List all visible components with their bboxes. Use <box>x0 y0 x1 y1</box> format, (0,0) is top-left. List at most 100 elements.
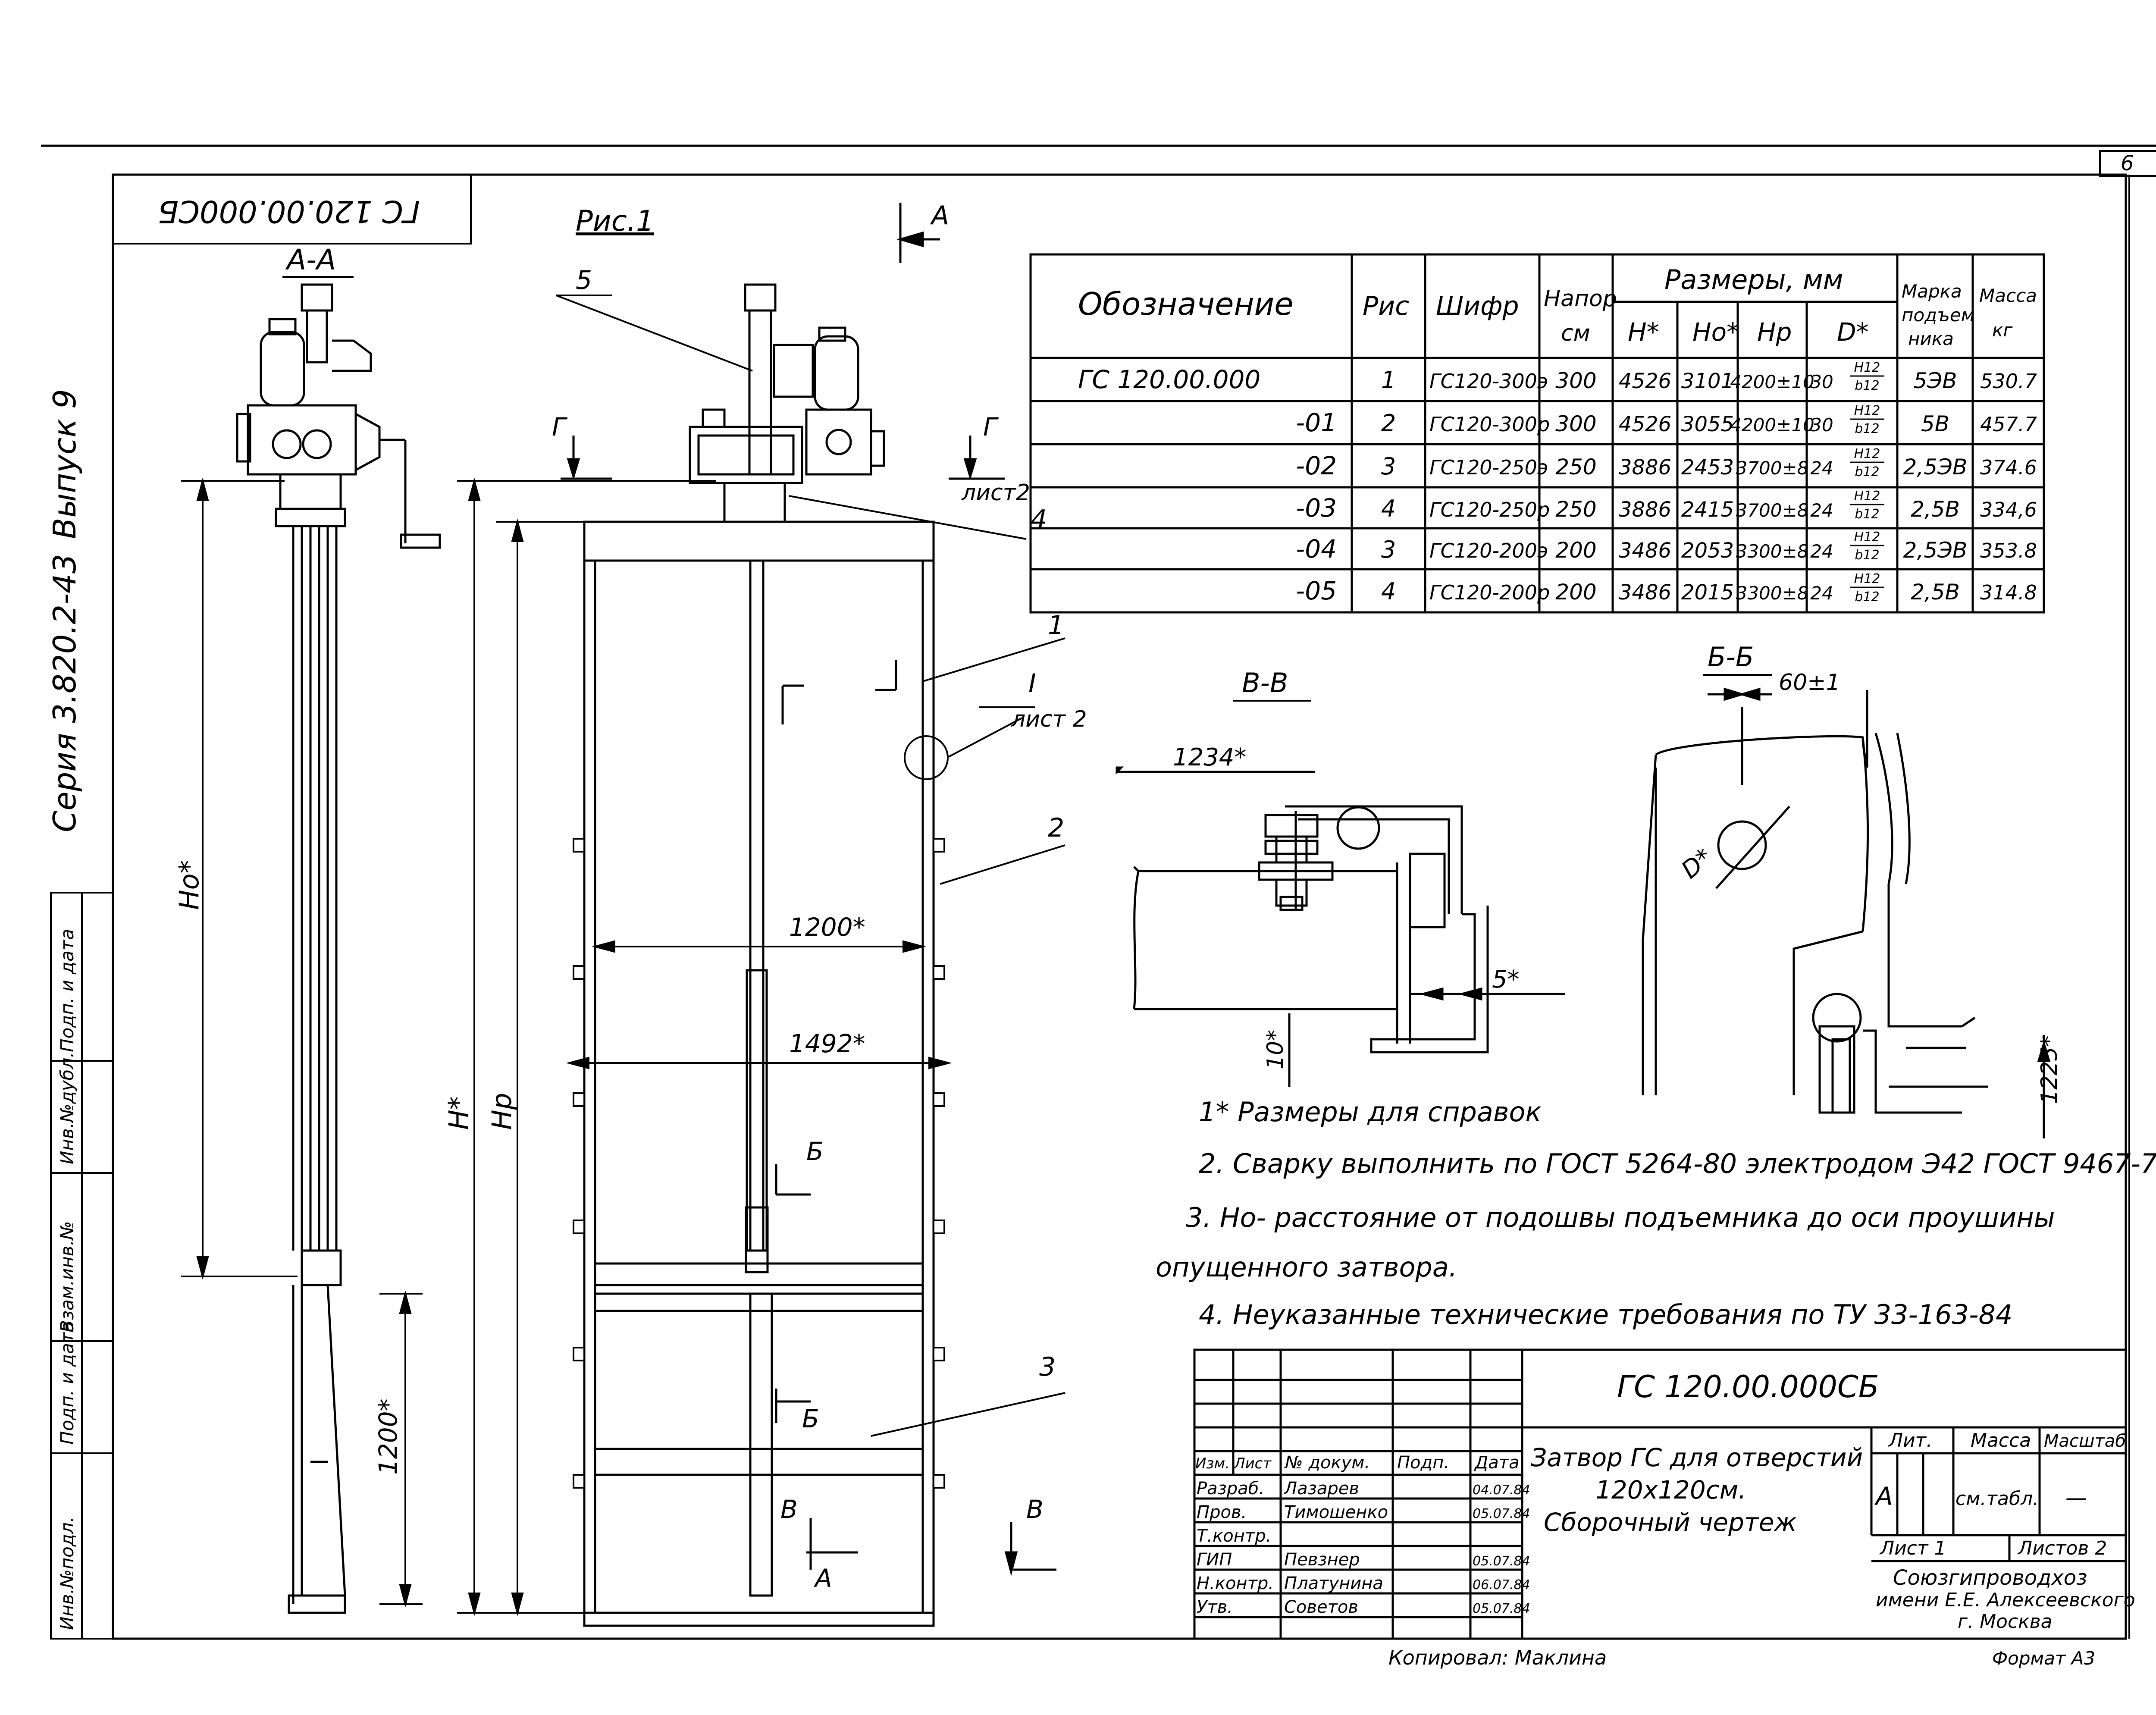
th-head-1: Напор <box>1544 286 1617 312</box>
dim-1234: 1234* <box>1173 743 1247 771</box>
issue-label: Выпуск 9 <box>47 389 83 539</box>
lit-label: Лит. <box>1888 1430 1932 1452</box>
cell-D: 30 <box>1810 414 1833 436</box>
cell-brand: 2,5ЭВ <box>1903 538 1968 563</box>
title-line-1: Затвор ГС для отверстий <box>1531 1443 1863 1472</box>
dim-ho-line <box>181 477 298 1280</box>
mass-value: см.табл. <box>1955 1488 2039 1510</box>
dim-D: D* <box>1676 843 1717 884</box>
cell-fit-bottom: b12 <box>1855 378 1879 393</box>
section-bb-label: Б-Б <box>1708 641 1754 673</box>
note-2: 2. Сварку выполнить по ГОСТ 5264-80 элек… <box>1199 1148 2156 1179</box>
note-4: 4. Неуказанные технические требования по… <box>1199 1299 2012 1330</box>
cell-fit-top: H12 <box>1854 446 1880 461</box>
cell-fit-bottom: b12 <box>1855 464 1879 480</box>
cell-Ho: 2053 <box>1681 539 1734 563</box>
th-brand-1: Марка <box>1902 281 1962 302</box>
view-g-left: Г <box>552 412 568 442</box>
cell-brand: 5В <box>1921 411 1949 436</box>
cell-code: ГС120-200э <box>1429 539 1548 562</box>
cell-designation: -05 <box>1296 576 1337 605</box>
cell-mass: 530.7 <box>1980 370 2037 393</box>
tb-name: Тимошенко <box>1284 1502 1388 1522</box>
cell-fig: 4 <box>1381 495 1396 522</box>
cell-head: 250 <box>1555 455 1596 480</box>
tb-date: 05.07.84 <box>1473 1506 1530 1521</box>
th-head-2: см <box>1561 320 1590 346</box>
org-line-1: Союзгипроводхоз <box>1893 1566 2087 1590</box>
section-bb-drawing <box>1642 687 2051 1138</box>
th-H: Н* <box>1628 317 1659 347</box>
cell-fit-top: H12 <box>1854 571 1880 586</box>
cell-H: 3486 <box>1619 580 1671 605</box>
cell-fig: 2 <box>1381 410 1396 437</box>
callout-3: 3 <box>1039 1352 1056 1382</box>
col-doc: № докум. <box>1284 1453 1370 1473</box>
cell-designation: ГС 120.00.000 <box>1078 365 1260 394</box>
cell-fit-bottom: b12 <box>1855 589 1879 605</box>
title-line-2: 120х120см. <box>1595 1475 1746 1505</box>
cell-brand: 2,5В <box>1911 580 1960 605</box>
cell-code: ГС120-300р <box>1429 413 1550 436</box>
dim-1200-left: 1200* <box>373 1398 403 1475</box>
dim-5: 5* <box>1492 966 1520 994</box>
cell-H: 4526 <box>1619 369 1671 393</box>
cell-designation: -04 <box>1296 534 1337 564</box>
section-aa-label: А-А <box>285 243 336 276</box>
spec-table-header: Обозначение Рис Шифр Напор см Размеры, м… <box>1078 264 2037 349</box>
stamp-inv-podl: Инв.№подл. <box>56 1517 78 1630</box>
title-doc-code: ГС 120.00.000СБ <box>1617 1369 1879 1405</box>
mass-label: Масса <box>1971 1430 2031 1452</box>
dim-h: Н* <box>443 1096 474 1130</box>
copied-by: Копировал: Маклина <box>1388 1646 1607 1669</box>
page-number: 6 <box>2121 151 2134 176</box>
rotated-code: ГС 120.00.000СБ <box>158 194 420 229</box>
cell-Hp: 4200±10 <box>1730 371 1814 392</box>
cell-H: 4526 <box>1619 412 1671 436</box>
fig1-label: Рис.1 <box>576 204 654 238</box>
dim-h-hp-lines <box>457 477 716 1616</box>
dim-1200-1492-lines <box>566 940 952 1069</box>
cell-brand: 2,5ЭВ <box>1903 455 1968 480</box>
series-label: Серия 3.820.2-43 <box>47 554 83 832</box>
cell-mass: 457.7 <box>1980 413 2037 436</box>
tb-name: Певзнер <box>1284 1550 1360 1570</box>
sheets-label: Листов 2 <box>2017 1537 2107 1559</box>
col-list: Лист <box>1233 1455 1272 1472</box>
cell-fit-top: H12 <box>1854 360 1880 375</box>
tb-date: 05.07.84 <box>1473 1601 1530 1616</box>
dim-1200-left-line <box>379 1290 423 1608</box>
stamp-inv-dubl: Инв.№дубл. <box>56 1052 78 1164</box>
cell-mass: 314.8 <box>1980 581 2037 604</box>
th-sizes: Размеры, мм <box>1664 264 1843 295</box>
cell-fig: 3 <box>1381 536 1396 563</box>
tb-name: Советов <box>1284 1597 1358 1617</box>
th-code: Шифр <box>1436 291 1519 321</box>
callout-1: 1 <box>1048 610 1064 640</box>
th-fig: Рис <box>1363 291 1409 321</box>
cell-Ho: 2453 <box>1681 455 1734 480</box>
cell-H: 3886 <box>1619 455 1671 480</box>
stamp-podp-1: Подп. и дата <box>56 1321 78 1445</box>
cell-fig: 1 <box>1381 367 1396 394</box>
cell-D: 24 <box>1810 458 1833 479</box>
tb-role: Т.контр. <box>1197 1526 1271 1546</box>
rotated-code-box <box>112 174 472 245</box>
cell-D: 24 <box>1810 541 1833 562</box>
tb-date: 04.07.84 <box>1473 1483 1530 1498</box>
cell-code: ГС120-250э <box>1429 456 1548 479</box>
section-v-mark-2: В <box>1026 1495 1044 1524</box>
cell-Hp: 3700±8 <box>1736 500 1809 521</box>
cell-fit-top: H12 <box>1854 489 1880 504</box>
note-3: 3. Но- расстояние от подошвы подъемника … <box>1186 1202 2055 1233</box>
cell-designation: -01 <box>1296 408 1337 437</box>
scale-value: — <box>2065 1485 2087 1510</box>
cell-fig: 4 <box>1381 578 1396 605</box>
note-1: 1* Размеры для справок <box>1199 1096 1542 1128</box>
cell-mass: 374.6 <box>1980 456 2037 479</box>
cell-brand: 5ЭВ <box>1913 368 1957 393</box>
